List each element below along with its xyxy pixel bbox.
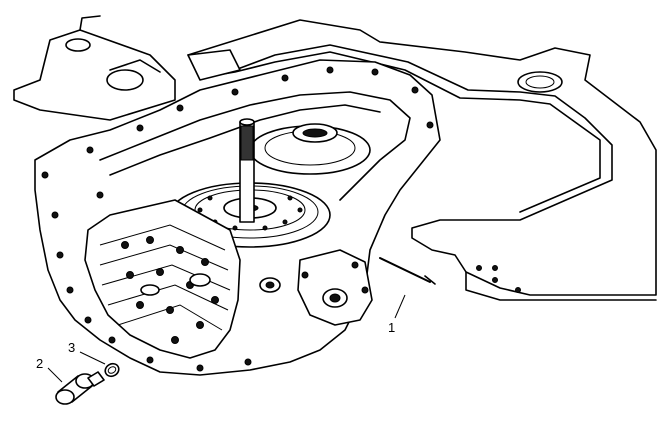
perimeter-bolts xyxy=(41,66,434,372)
valve-body xyxy=(84,199,241,359)
part-3-seal xyxy=(79,351,120,378)
callout-2: 2 xyxy=(36,356,43,371)
bolt-hole xyxy=(515,287,521,293)
callout-3: 3 xyxy=(68,340,75,355)
part-2-plug xyxy=(47,367,105,405)
bolt-hole xyxy=(492,277,498,283)
part-1-pin xyxy=(379,257,436,319)
bolt-hole xyxy=(492,265,498,271)
callout-1: 1 xyxy=(388,320,395,335)
leader-line-2 xyxy=(47,367,63,383)
pan-mount-hole xyxy=(517,71,563,93)
case-side-details xyxy=(259,249,373,326)
oil-pan-cover xyxy=(187,19,657,301)
valve-body-bolts xyxy=(121,236,219,344)
leader-line-1 xyxy=(394,294,406,319)
leader-line-3 xyxy=(79,351,106,365)
input-shaft xyxy=(239,118,255,223)
bolt-hole xyxy=(476,265,482,271)
